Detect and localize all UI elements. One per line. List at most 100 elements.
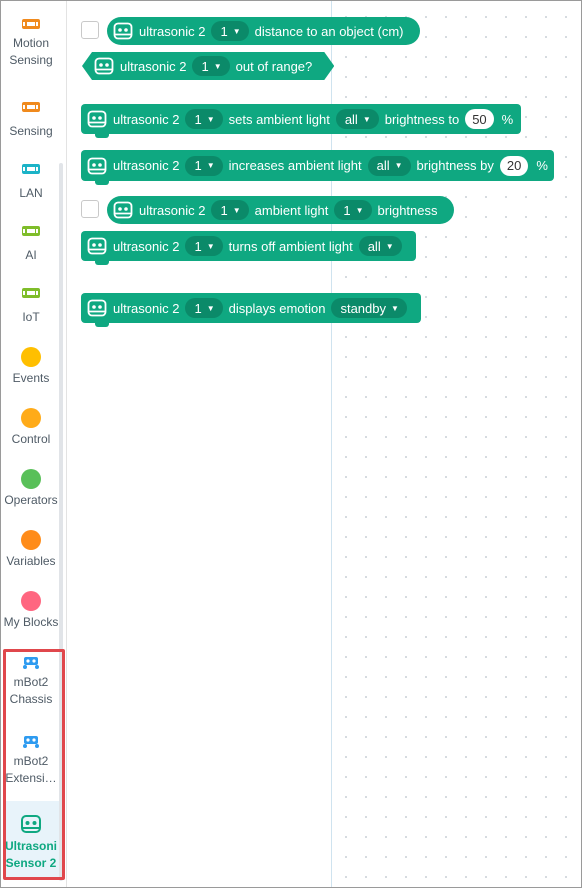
- category-label: Extensi…: [5, 771, 57, 785]
- mbot2-extension-icon: [23, 736, 39, 748]
- category-label: Sensing: [9, 124, 53, 138]
- light-target-dropdown[interactable]: all▼: [335, 109, 379, 129]
- block-sensor-name: ultrasonic 2: [113, 111, 180, 127]
- unit-label: %: [536, 158, 548, 173]
- ultrasonic-block-icon: [113, 22, 133, 40]
- caret-down-icon: ▼: [391, 303, 399, 313]
- block-sets-ambient-light[interactable]: ultrasonic 2 1▼ sets ambient light all▼ …: [81, 104, 522, 138]
- monitor-checkbox-distance[interactable]: [81, 21, 99, 39]
- caret-down-icon: ▼: [232, 26, 241, 36]
- light-index-dropdown[interactable]: 1▼: [334, 200, 372, 220]
- block-text: brightness by: [416, 158, 494, 173]
- iot-chip-icon: [22, 288, 40, 298]
- category-my-blocks[interactable]: My Blocks: [1, 591, 61, 631]
- category-label: mBot2: [13, 675, 49, 689]
- caret-down-icon: ▼: [232, 205, 241, 215]
- category-label: Variables: [6, 554, 56, 568]
- block-text: brightness to: [384, 111, 460, 127]
- control-dot-icon: [21, 408, 41, 428]
- port-dropdown[interactable]: 1▼: [211, 200, 249, 220]
- selected-category-background: [4, 801, 62, 879]
- sidebar-scrollbar[interactable]: [59, 163, 63, 881]
- category-label: My Blocks: [3, 615, 59, 629]
- highlight-annotation-box: [3, 649, 65, 880]
- light-target-dropdown[interactable]: all▼: [367, 155, 411, 176]
- category-label: mBot2: [13, 754, 49, 768]
- block-increases-ambient-light[interactable]: ultrasonic 2 1▼ increases ambient light …: [81, 150, 554, 185]
- category-mbot2-extension[interactable]: mBot2 Extensi…: [1, 734, 61, 787]
- block-text: increases ambient light: [228, 158, 362, 173]
- caret-down-icon: ▼: [355, 205, 364, 215]
- category-variables[interactable]: Variables: [1, 530, 61, 570]
- events-dot-icon: [21, 347, 41, 367]
- block-sensor-name: ultrasonic 2: [113, 238, 180, 254]
- category-motion-sensing[interactable]: Motion Sensing: [1, 19, 61, 69]
- block-text: turns off ambient light: [228, 238, 353, 254]
- emotion-dropdown[interactable]: standby▼: [331, 298, 407, 318]
- ai-chip-icon: [22, 226, 40, 236]
- caret-down-icon: ▼: [362, 114, 371, 124]
- ultrasonic-block-icon: [94, 57, 114, 75]
- category-iot[interactable]: IoT: [1, 288, 61, 326]
- block-turns-off-ambient-light[interactable]: ultrasonic 2 1▼ turns off ambient light …: [81, 231, 416, 265]
- my-blocks-dot-icon: [21, 591, 41, 611]
- category-label: Ultrasoni: [4, 839, 57, 853]
- unit-label: %: [501, 111, 514, 127]
- mbot2-chassis-icon: [23, 657, 39, 669]
- caret-down-icon: ▼: [206, 114, 215, 124]
- category-control[interactable]: Control: [1, 408, 61, 448]
- flyout-border: [66, 1, 67, 887]
- block-text: displays emotion: [228, 300, 326, 316]
- brightness-value-input[interactable]: 20: [499, 155, 529, 176]
- block-ambient-light-brightness[interactable]: ultrasonic 2 1▼ ambient light 1▼ brightn…: [107, 196, 454, 224]
- port-dropdown[interactable]: 1▼: [185, 298, 223, 318]
- block-out-of-range[interactable]: ultrasonic 2 1▼ out of range?: [82, 52, 334, 80]
- workspace-border: [331, 1, 332, 887]
- category-label: AI: [25, 248, 37, 262]
- lan-chip-icon: [22, 164, 40, 174]
- monitor-checkbox-ambient-light[interactable]: [81, 200, 99, 218]
- ultrasonic-block-icon: [113, 201, 133, 219]
- port-dropdown[interactable]: 1▼: [211, 21, 249, 41]
- ultrasonic-block-icon: [87, 110, 107, 128]
- operators-dot-icon: [21, 469, 41, 489]
- block-displays-emotion[interactable]: ultrasonic 2 1▼ displays emotion standby…: [81, 293, 421, 327]
- ultrasonic-sensor-icon: [21, 815, 41, 833]
- port-dropdown[interactable]: 1▼: [185, 155, 223, 176]
- block-sensor-name: ultrasonic 2: [120, 58, 187, 74]
- block-distance-to-object[interactable]: ultrasonic 2 1▼ distance to an object (c…: [107, 17, 420, 45]
- caret-down-icon: ▼: [206, 161, 215, 170]
- ultrasonic-block-icon: [87, 237, 107, 255]
- category-label: Operators: [4, 493, 58, 507]
- caret-down-icon: ▼: [385, 241, 394, 251]
- light-target-dropdown[interactable]: all▼: [358, 236, 402, 256]
- category-label: Events: [12, 371, 50, 385]
- port-dropdown[interactable]: 1▼: [192, 56, 229, 76]
- script-workspace[interactable]: [332, 1, 581, 887]
- block-sensor-name: ultrasonic 2: [113, 158, 180, 173]
- ultrasonic-block-icon: [87, 157, 107, 175]
- category-operators[interactable]: Operators: [1, 469, 61, 509]
- category-sensing[interactable]: Sensing: [1, 102, 61, 140]
- port-dropdown[interactable]: 1▼: [185, 236, 223, 256]
- category-ultrasonic-sensor-2[interactable]: Ultrasoni Sensor 2: [1, 814, 61, 872]
- port-dropdown[interactable]: 1▼: [185, 109, 223, 129]
- category-label: Motion: [12, 36, 50, 50]
- block-text: sets ambient light: [228, 111, 330, 127]
- ultrasonic-block-icon: [87, 299, 107, 317]
- category-mbot2-chassis[interactable]: mBot2 Chassis: [1, 655, 61, 708]
- sensing-chip-icon: [22, 102, 40, 112]
- block-text: out of range?: [235, 58, 313, 74]
- caret-down-icon: ▼: [206, 241, 215, 251]
- brightness-value-input[interactable]: 50: [465, 109, 494, 129]
- caret-down-icon: ▼: [213, 61, 222, 71]
- caret-down-icon: ▼: [206, 303, 215, 313]
- category-lan[interactable]: LAN: [1, 164, 61, 202]
- category-label: Control: [11, 432, 51, 446]
- motion-sensing-chip-icon: [22, 19, 40, 29]
- category-sidebar: Motion Sensing Sensing LAN AI IoT Events…: [1, 1, 63, 887]
- category-ai[interactable]: AI: [1, 226, 61, 264]
- category-events[interactable]: Events: [1, 347, 61, 387]
- category-label: Sensor 2: [5, 856, 57, 870]
- variables-dot-icon: [21, 530, 41, 550]
